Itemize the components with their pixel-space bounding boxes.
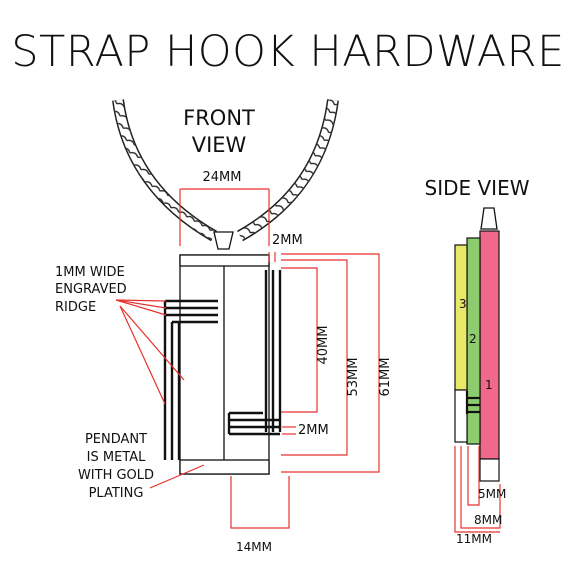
dim-inner-height-label: 40MM (316, 326, 331, 365)
bottom-stub (479, 458, 500, 482)
pendant-pointer (149, 464, 205, 489)
side-dims (454, 446, 501, 533)
dim-mid-height-label: 53MM (346, 358, 361, 397)
ridge-annotation-line1: 1MM WIDE (55, 265, 125, 280)
front-view-label-line1: FRONT (183, 106, 255, 130)
dim-top-width (179, 188, 270, 246)
title: STRAP HOOK HARDWARE (11, 27, 564, 77)
dim-gap (268, 252, 276, 262)
pendant-annotation-line2: IS METAL (87, 450, 146, 465)
side-layers (454, 230, 500, 482)
dim-bottom-width (230, 476, 290, 529)
dim-total-height-label: 61MM (378, 358, 393, 397)
pendant-annotation-line4: PLATING (89, 486, 144, 501)
side-dim-5-label: 5MM (478, 487, 506, 501)
layer-1 (479, 230, 500, 460)
layer-3 (454, 244, 468, 391)
dim-vertical (281, 253, 380, 473)
side-dim-11-label: 11MM (456, 532, 492, 546)
layer-3-base (454, 389, 468, 443)
dim-top-width-label: 24MM (203, 170, 242, 185)
bail (213, 231, 234, 250)
layer-1-number: 1 (485, 378, 493, 392)
pendant (179, 254, 270, 475)
front-view-label-line2: VIEW (192, 133, 247, 157)
side-view-label: SIDE VIEW (425, 176, 530, 200)
layer-3-number: 3 (459, 297, 467, 311)
dim-ridge-gap-label: 2MM (298, 423, 329, 438)
pendant-annotation-line3: WITH GOLD (78, 468, 154, 483)
right-ridges (227, 270, 282, 436)
side-ridges (465, 391, 480, 414)
dim-ridge-gap (282, 426, 296, 435)
pendant-annotation-line1: PENDANT (85, 432, 147, 447)
layer-2-number: 2 (469, 332, 477, 346)
dim-gap-label: 2MM (272, 233, 303, 248)
side-bail (480, 207, 498, 230)
side-dim-8-label: 8MM (474, 513, 502, 527)
chain (112, 99, 339, 242)
ridge-pointers (115, 299, 185, 405)
ridge-annotation-line2: ENGRAVED (55, 282, 127, 297)
ridge-annotation-line3: RIDGE (55, 300, 96, 315)
left-ridges (163, 299, 218, 460)
dim-bottom-width-label: 14MM (236, 540, 272, 554)
